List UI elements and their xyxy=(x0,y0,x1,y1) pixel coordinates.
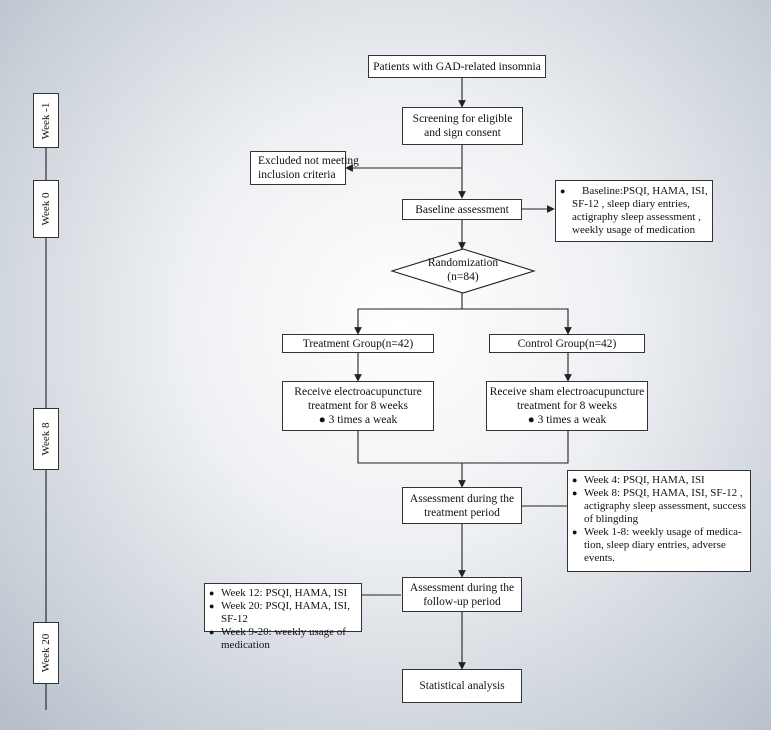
timeline-week-0: Week 0 xyxy=(33,180,59,238)
timeline-week-8: Week 8 xyxy=(33,408,59,470)
treatment-annotation-item: Week 1-8: weekly usage of medica- tion, … xyxy=(572,526,746,565)
baseline-annotation: Baseline:PSQI, HAMA, ISI, SF-12 , sleep … xyxy=(555,180,713,242)
bullet-icon: ● xyxy=(527,414,538,426)
timeline-week-minus-1: Week -1 xyxy=(33,93,59,148)
treatment-annotation-item: Week 4: PSQI, HAMA, ISI xyxy=(572,474,746,487)
followup-annotation-item: Week 12: PSQI, HAMA, ISI xyxy=(209,587,357,600)
randomization-label: Randomization (n=84) xyxy=(427,257,499,283)
treatment-group-box: Treatment Group(n=42) xyxy=(282,334,434,353)
electroacupuncture-box: Receive electroacupuncture treatment for… xyxy=(282,381,434,431)
treatment-annotation-item: Week 8: PSQI, HAMA, ISI, SF-12 , actigra… xyxy=(572,487,746,526)
merge-connector xyxy=(357,431,569,464)
split-connector xyxy=(357,293,569,334)
sham-electroacupuncture-box: Receive sham electroacupuncture treatmen… xyxy=(486,381,648,431)
timeline-week-20: Week 20 xyxy=(33,622,59,684)
baseline-box: Baseline assessment xyxy=(402,199,522,220)
statistical-analysis-box: Statistical analysis xyxy=(402,669,522,703)
control-group-box: Control Group(n=42) xyxy=(489,334,645,353)
followup-annotation: Week 12: PSQI, HAMA, ISI Week 20: PSQI, … xyxy=(204,583,362,651)
baseline-annotation-item: Baseline:PSQI, HAMA, ISI, SF-12 , sleep … xyxy=(560,185,708,237)
followup-annotation-item: Week 20: PSQI, HAMA, ISI, SF-12 xyxy=(209,600,357,626)
treatment-annotation: Week 4: PSQI, HAMA, ISI Week 8: PSQI, HA… xyxy=(567,470,751,572)
followup-annotation-item: Week 9-20: weekly usage of medication xyxy=(209,626,357,652)
randomization-diamond xyxy=(390,248,536,294)
patients-box: Patients with GAD-related insomnia xyxy=(368,55,546,78)
bullet-icon: ● xyxy=(318,414,329,426)
